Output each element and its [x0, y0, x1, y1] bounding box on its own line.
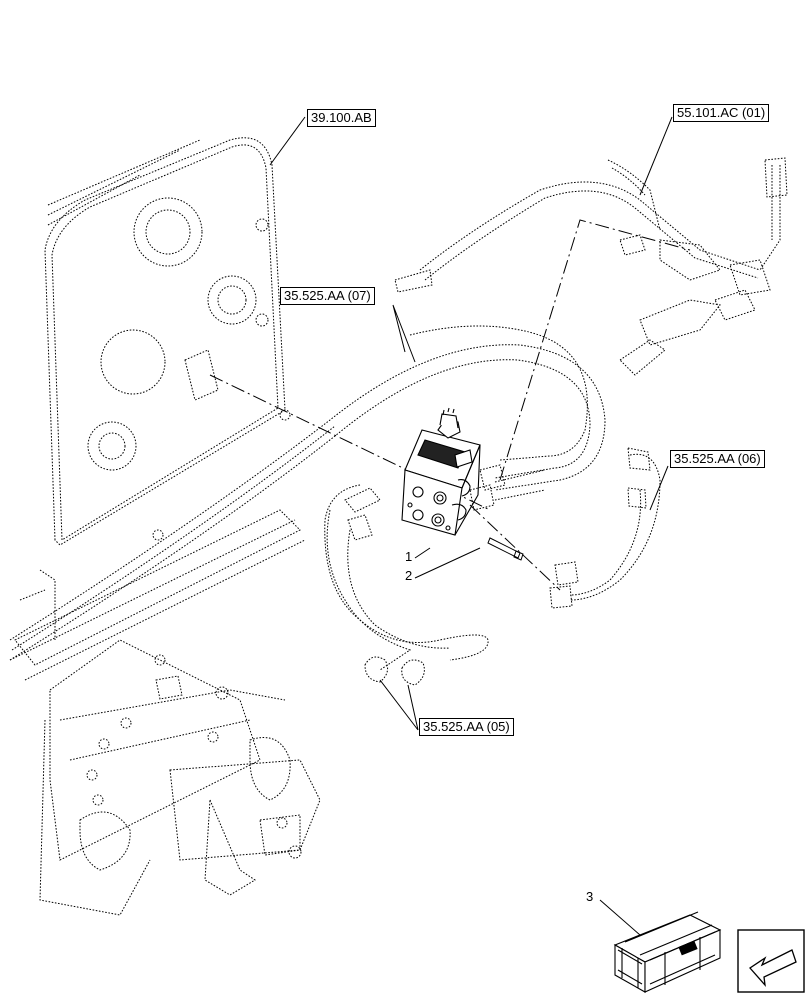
center-lines — [209, 219, 691, 591]
callout-item-1: 1 — [405, 549, 413, 564]
callout-item-2: 2 — [405, 568, 413, 583]
leader-lines — [269, 116, 673, 936]
ref-35-525-aa-07[interactable]: 35.525.AA (07) — [280, 287, 375, 305]
hose-35-525-aa-05 — [324, 484, 489, 686]
solenoid-valve — [401, 407, 481, 536]
harness-55-101-ac — [394, 157, 788, 376]
hose-35-525-aa-06 — [469, 447, 661, 609]
lower-frame — [9, 509, 321, 916]
ref-39-100-ab[interactable]: 39.100.AB — [307, 109, 376, 127]
ref-35-525-aa-05[interactable]: 35.525.AA (05) — [419, 718, 514, 736]
ref-35-525-aa-06[interactable]: 35.525.AA (06) — [670, 450, 765, 468]
kit-crate-icon — [613, 911, 722, 993]
hose-35-525-aa-07 — [9, 325, 606, 661]
callout-item-3: 3 — [586, 889, 594, 904]
arrow-down-left-icon[interactable] — [737, 929, 805, 993]
chassis-plate — [44, 137, 291, 546]
ref-55-101-ac[interactable]: 55.101.AC (01) — [673, 104, 770, 122]
pin — [487, 537, 524, 561]
